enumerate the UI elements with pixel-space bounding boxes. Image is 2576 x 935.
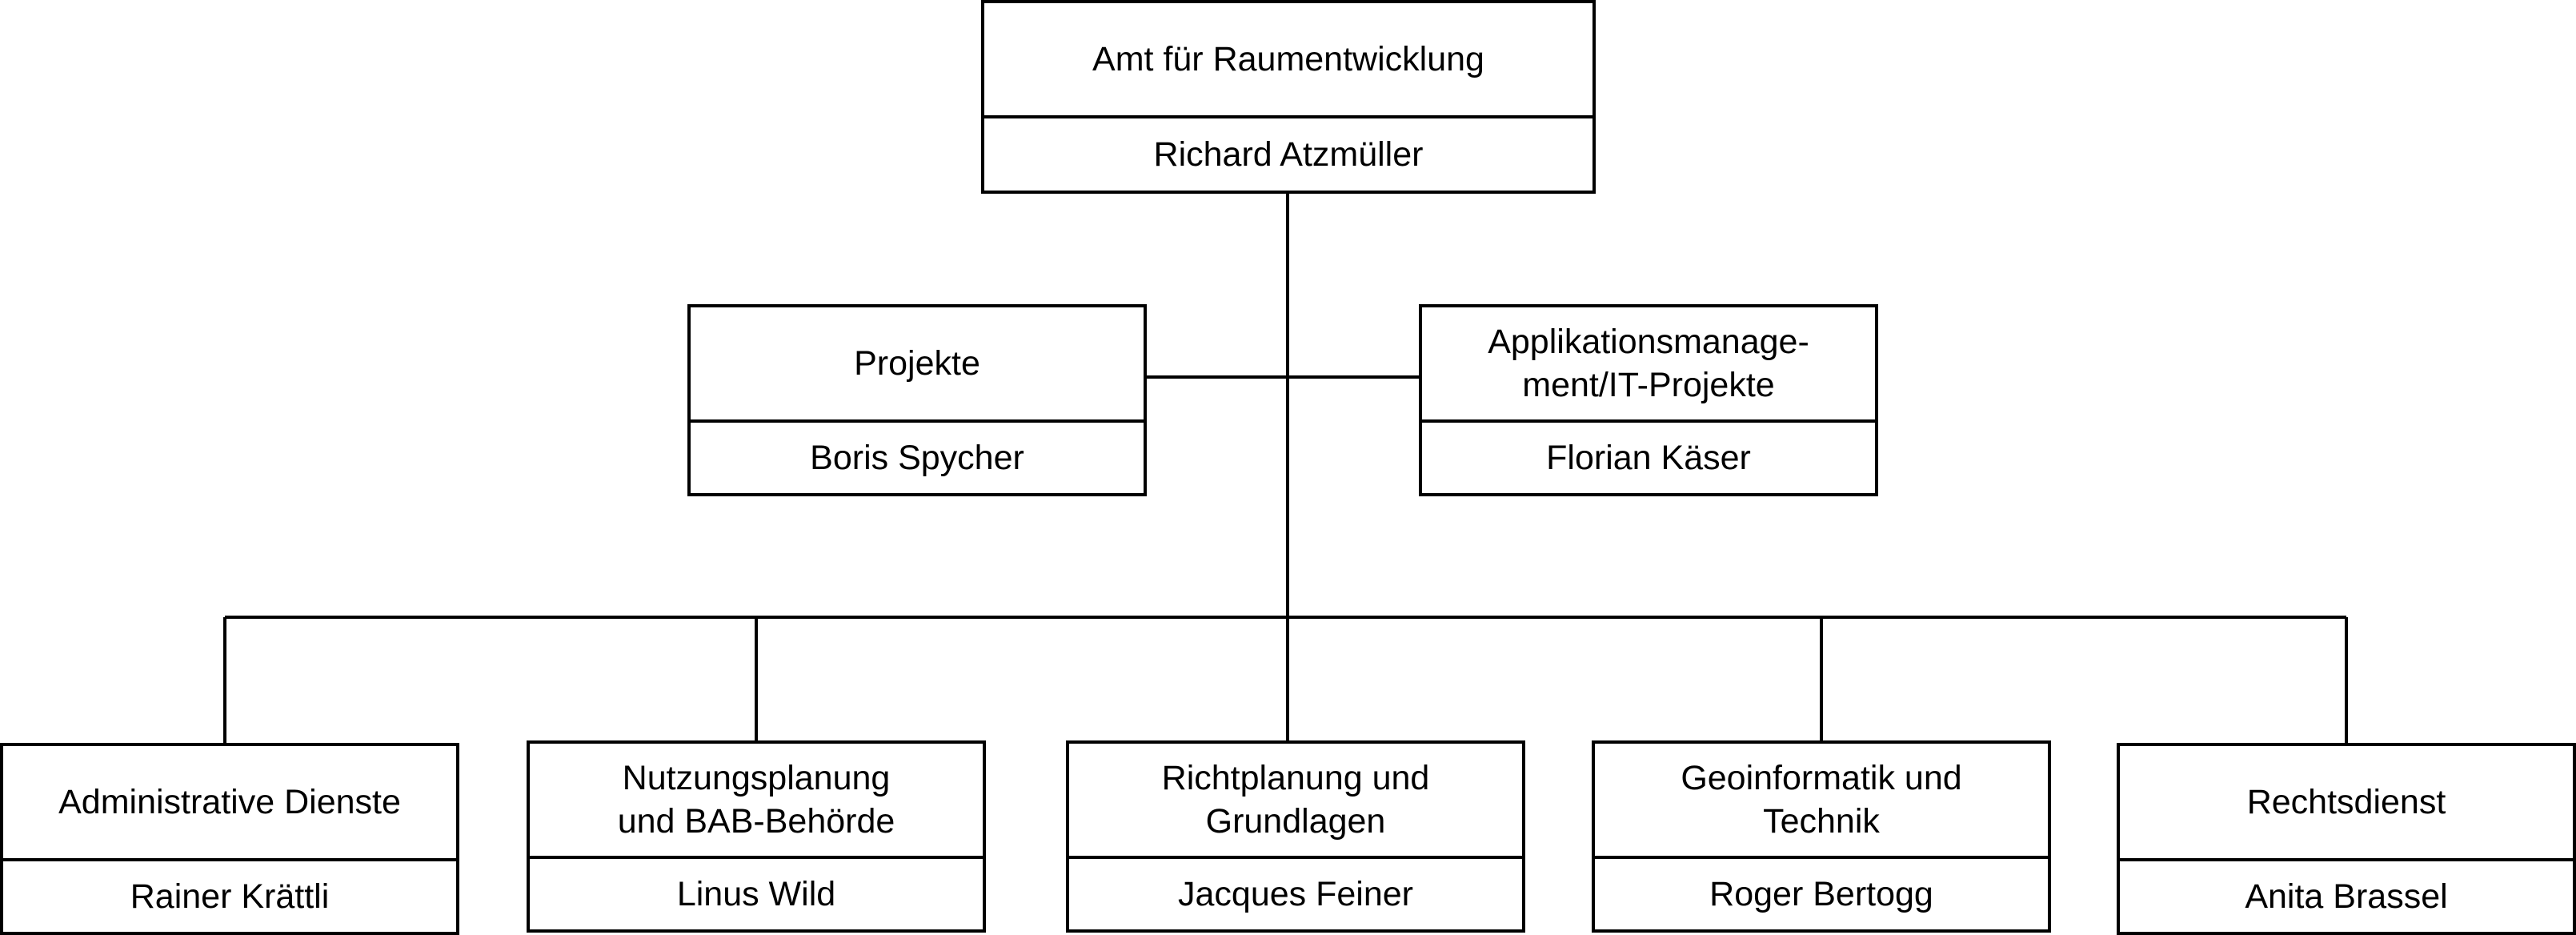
unit-name: Geoinformatik und Technik (1595, 744, 2048, 859)
org-unit-nutzungsplanung: Nutzungsplanung und BAB-Behörde Linus Wi… (527, 740, 986, 933)
org-unit-applikationsmanagement: Applikationsmanage- ment/IT-Projekte Flo… (1419, 304, 1878, 496)
unit-head: Richard Atzmüller (1153, 134, 1424, 174)
unit-name: Administrative Dienste (3, 746, 456, 861)
unit-name: Projekte (691, 307, 1144, 423)
unit-head: Florian Käser (1546, 438, 1751, 477)
org-unit-administrative-dienste: Administrative Dienste Rainer Krättli (0, 743, 459, 935)
org-unit-director: Amt für Raumentwicklung Richard Atzmülle… (981, 0, 1596, 194)
unit-name: Applikationsmanage- ment/IT-Projekte (1422, 307, 1875, 423)
unit-head: Jacques Feiner (1178, 874, 1413, 913)
unit-name: Rechtsdienst (2120, 746, 2573, 861)
unit-name: Amt für Raumentwicklung (984, 3, 1592, 118)
org-unit-geoinformatik: Geoinformatik und Technik Roger Bertogg (1592, 740, 2051, 933)
unit-head: Rainer Krättli (130, 877, 330, 916)
unit-head: Linus Wild (676, 874, 836, 913)
org-unit-rechtsdienst: Rechtsdienst Anita Brassel (2117, 743, 2576, 935)
unit-head: Roger Bertogg (1709, 874, 1933, 913)
unit-head: Boris Spycher (810, 438, 1024, 477)
org-unit-projekte: Projekte Boris Spycher (687, 304, 1147, 496)
unit-head: Anita Brassel (2245, 877, 2448, 916)
unit-name: Nutzungsplanung und BAB-Behörde (530, 744, 983, 859)
org-unit-richtplanung: Richtplanung und Grundlagen Jacques Fein… (1066, 740, 1525, 933)
unit-name: Richtplanung und Grundlagen (1069, 744, 1522, 859)
